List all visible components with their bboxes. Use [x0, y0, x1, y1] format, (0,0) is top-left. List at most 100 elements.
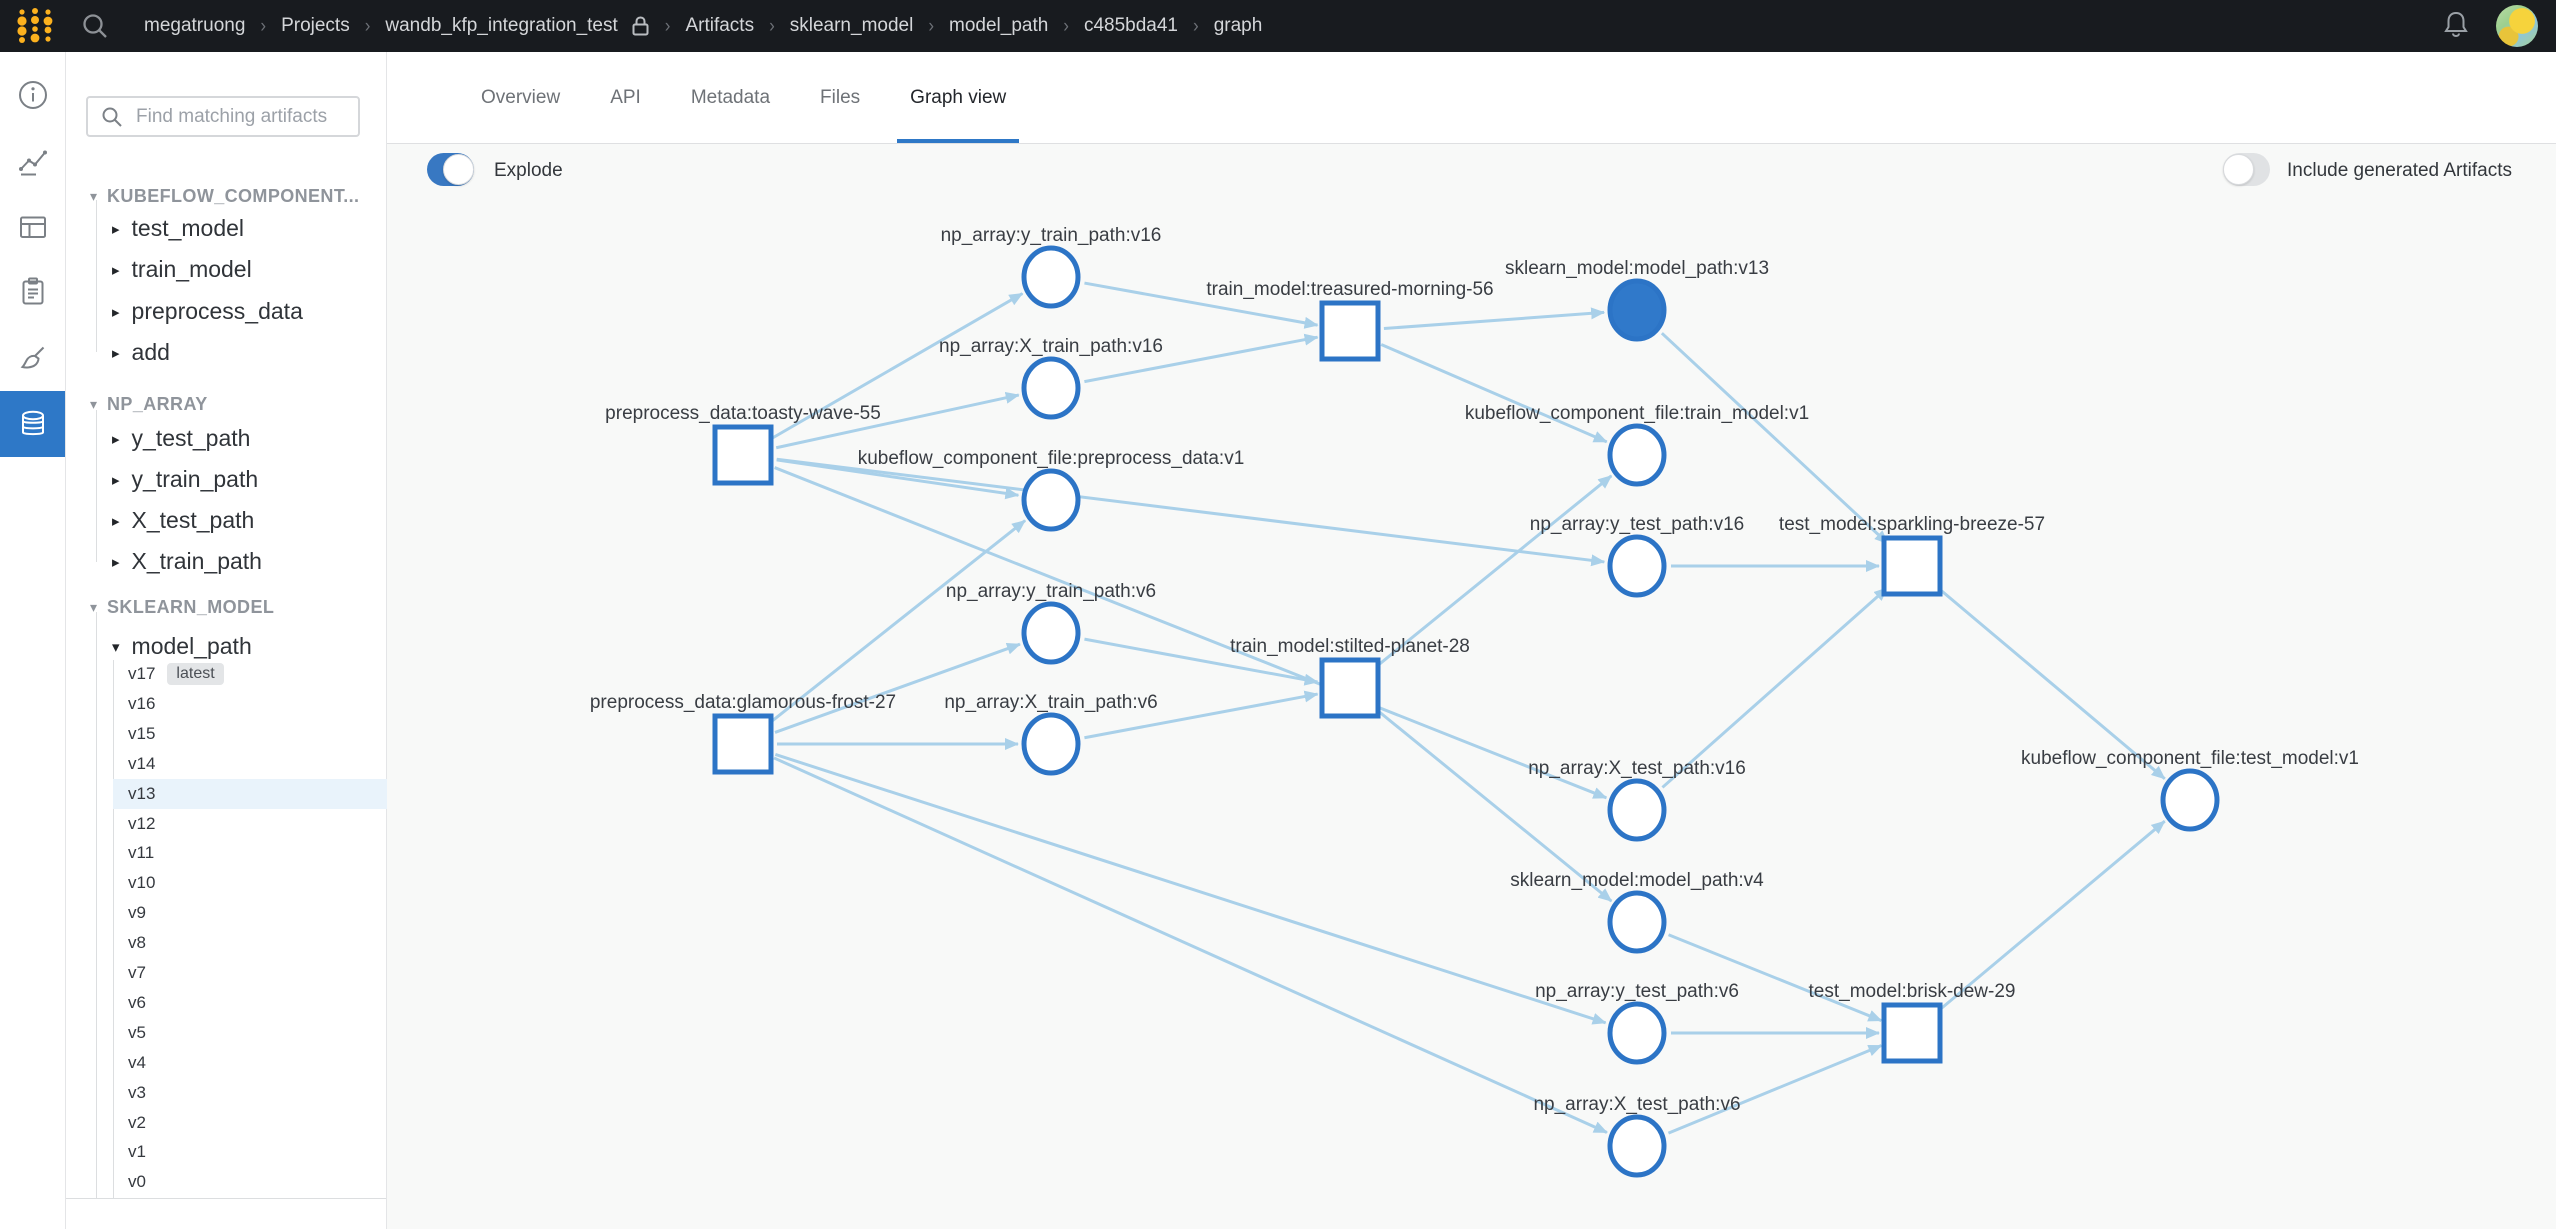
graph-node-label-X_test6: np_array:X_test_path:v6 — [1533, 1094, 1740, 1115]
graph-node-X_test16[interactable] — [1607, 778, 1667, 842]
rail-item-reports[interactable] — [0, 259, 65, 325]
version-item-v3[interactable]: v3 — [128, 1078, 146, 1108]
breadcrumb-separator: › — [1063, 14, 1069, 37]
explode-toggle[interactable] — [427, 153, 474, 186]
graph-node-sparkling[interactable] — [1881, 535, 1943, 597]
tree-section-label: KUBEFLOW_COMPONENT... — [107, 186, 360, 206]
breadcrumb-item[interactable]: Artifacts — [685, 15, 755, 36]
graph-node-label-kcf_pre: kubeflow_component_file:preprocess_data:… — [858, 448, 1245, 469]
rail-item-info[interactable] — [0, 62, 65, 128]
version-label: v16 — [128, 693, 156, 713]
version-item-v12[interactable]: v12 — [128, 809, 155, 839]
breadcrumb-item[interactable]: model_path — [949, 15, 1049, 36]
version-item-v7[interactable]: v7 — [128, 958, 146, 988]
tree-section-label: NP_ARRAY — [107, 394, 208, 414]
breadcrumb-item[interactable]: Projects — [281, 15, 350, 36]
bell-icon[interactable] — [2440, 8, 2472, 45]
graph-node-label-X_test16: np_array:X_test_path:v16 — [1528, 758, 1746, 779]
lineage-edge-toasty-X_test16 — [774, 466, 1608, 800]
tree-item-preprocess_data[interactable]: ▸preprocess_data — [112, 298, 303, 325]
workspace-chart-icon — [18, 150, 47, 176]
graph-node-y_test16[interactable] — [1607, 534, 1667, 598]
search-icon — [100, 105, 124, 129]
breadcrumb-item[interactable]: sklearn_model — [789, 15, 914, 36]
version-label: v12 — [128, 813, 156, 833]
search-icon[interactable] — [80, 11, 110, 41]
include-generated-artifacts-toggle[interactable] — [2223, 153, 2270, 186]
graph-node-brisk[interactable] — [1881, 1002, 1943, 1064]
tree-section-2[interactable]: ▾SKLEARN_MODEL — [90, 597, 274, 618]
version-item-v11[interactable]: v11 — [128, 838, 154, 868]
tab-metadata[interactable]: Metadata — [690, 86, 771, 108]
tab-graph-view[interactable]: Graph view — [897, 53, 1020, 143]
tree-item-add[interactable]: ▸ add — [112, 339, 170, 366]
version-item-v6[interactable]: v6 — [128, 988, 146, 1018]
lineage-edge-toasty-y_train16 — [771, 292, 1024, 440]
tab-overview[interactable]: Overview — [481, 86, 561, 108]
tree-guide-line — [113, 660, 114, 1198]
tree-item-label: preprocess_data — [131, 298, 303, 324]
breadcrumb-item[interactable]: c485bda41 — [1083, 15, 1179, 36]
lineage-edge-y_train6-stilted — [1084, 637, 1319, 686]
version-item-v10[interactable]: v10 — [128, 868, 155, 898]
artifact-search-input[interactable] — [134, 104, 338, 129]
version-item-v9[interactable]: v9 — [128, 898, 146, 928]
version-item-v13[interactable]: v13 — [113, 778, 394, 809]
version-item-v1[interactable]: v1 — [128, 1137, 146, 1167]
graph-node-label-X_train6: np_array:X_train_path:v6 — [944, 692, 1157, 713]
graph-node-kcf_train[interactable] — [1607, 423, 1667, 487]
tree-section-1[interactable]: ▾ NP_ARRAY — [90, 394, 208, 415]
breadcrumb-item[interactable]: graph — [1213, 15, 1263, 36]
version-item-v15[interactable]: v15 — [128, 719, 155, 749]
tree-item-label: add — [131, 339, 170, 365]
graph-node-model4[interactable] — [1607, 890, 1667, 954]
tab-files[interactable]: Files — [820, 86, 861, 108]
graph-node-y_test6[interactable] — [1607, 1001, 1667, 1065]
breadcrumb-item[interactable]: megatruong — [144, 15, 246, 36]
rail-item-artifacts-database[interactable] — [0, 391, 65, 457]
version-item-v4[interactable]: v4 — [128, 1048, 146, 1078]
tree-item-train_model[interactable]: ▸train_model — [112, 256, 252, 283]
version-item-v0[interactable]: v0 — [128, 1167, 146, 1197]
version-item-v2[interactable]: v2 — [128, 1108, 146, 1138]
avatar[interactable] — [2496, 5, 2538, 47]
graph-node-stilted[interactable] — [1319, 657, 1381, 719]
version-label: v6 — [128, 992, 146, 1012]
tree-section-0[interactable]: ▾KUBEFLOW_COMPONENT... — [90, 186, 359, 207]
rail-item-sweeps-broom[interactable] — [0, 325, 65, 391]
rail-item-tables[interactable] — [0, 194, 65, 260]
toggle-knob — [443, 154, 474, 185]
graph-node-X_test6[interactable] — [1607, 1114, 1667, 1178]
chevron-down-icon: ▾ — [90, 396, 98, 412]
tree-item-y_train_path[interactable]: ▸y_train_path — [112, 466, 258, 493]
graph-node-kcf_test[interactable] — [2160, 768, 2220, 832]
breadcrumb-item[interactable]: wandb_kfp_integration_test — [385, 15, 618, 36]
wandb-logo[interactable] — [14, 6, 56, 46]
tab-api[interactable]: API — [610, 86, 641, 108]
graph-node-X_train16[interactable] — [1021, 356, 1081, 420]
graph-node-treasured[interactable] — [1319, 300, 1381, 362]
version-label: v0 — [128, 1172, 146, 1192]
graph-node-y_train6[interactable] — [1021, 601, 1081, 665]
tree-item-test_model[interactable]: ▸test_model — [112, 215, 244, 242]
version-item-v14[interactable]: v14 — [128, 749, 155, 779]
tree-item-label: train_model — [131, 256, 252, 282]
graph-node-toasty[interactable] — [712, 424, 774, 486]
artifact-search[interactable] — [86, 96, 360, 137]
tree-item-y_test_path[interactable]: ▸y_test_path — [112, 425, 250, 452]
graph-node-glamorous[interactable] — [712, 713, 774, 775]
tree-item-X_test_path[interactable]: ▸X_test_path — [112, 507, 254, 534]
graph-node-model13[interactable] — [1607, 278, 1667, 342]
version-item-v5[interactable]: v5 — [128, 1018, 146, 1048]
version-item-v16[interactable]: v16 — [128, 689, 155, 719]
version-item-v8[interactable]: v8 — [128, 928, 146, 958]
tree-item-model_path[interactable]: ▾model_path — [112, 633, 252, 660]
graph-node-kcf_pre[interactable] — [1021, 468, 1081, 532]
rail-item-workspace-chart[interactable] — [0, 128, 65, 194]
chevron-right-icon: ▸ — [112, 344, 120, 362]
graph-node-y_train16[interactable] — [1021, 245, 1081, 309]
tree-item-X_train_path[interactable]: ▸X_train_path — [112, 548, 262, 575]
breadcrumb: megatruong›Projects›wandb_kfp_integratio… — [144, 15, 1262, 37]
graph-node-X_train6[interactable] — [1021, 712, 1081, 776]
